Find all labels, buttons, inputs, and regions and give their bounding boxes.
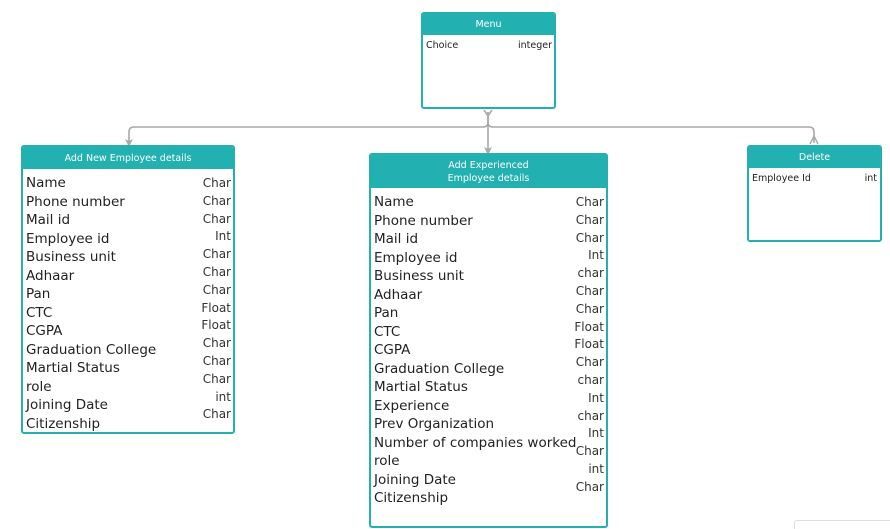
attribute-types: int (865, 172, 877, 186)
attribute-types: Char Char Char Int Char Char Char Float … (201, 175, 231, 424)
attribute-name: Citizenship (26, 415, 101, 432)
attribute-name: role (374, 453, 400, 469)
attribute-type: Char (575, 301, 604, 316)
attribute-type: Char (575, 283, 604, 298)
attribute-type: Char (575, 355, 604, 370)
entity-title: Add New Employee details (23, 147, 233, 169)
attribute-type: Int (588, 390, 604, 405)
attribute-name: Adhaar (26, 267, 75, 284)
attribute-name: Phone number (26, 193, 125, 210)
attribute-type: Float (574, 337, 604, 352)
attribute-name: Choice (426, 40, 459, 51)
attribute-names: Name Phone number Mail id Employee id Bu… (374, 193, 577, 508)
attribute-name: CTC (26, 304, 53, 321)
attribute-type: int (215, 389, 231, 404)
attribute-names: Employee Id (752, 172, 811, 186)
attribute-type: Char (202, 176, 231, 190)
attribute-names: Name Phone number Mail id Employee id Bu… (26, 174, 157, 432)
attribute-type: Char (202, 336, 231, 351)
attribute-name: Martial Status (374, 379, 468, 395)
canvas-corner-panel (794, 520, 890, 529)
entity-delete[interactable]: Delete Employee Id int (747, 145, 882, 242)
attribute-name: Mail id (374, 231, 419, 247)
connector-menu-to-add-new (125, 112, 489, 147)
attribute-name: Number of companies worked (374, 434, 577, 451)
entity-title: Menu (423, 14, 554, 35)
attribute-type: Char (202, 211, 231, 226)
attribute-type: Char (575, 212, 604, 227)
attribute-type: Char (575, 479, 604, 494)
attribute-type: Char (575, 444, 604, 459)
entity-menu[interactable]: Menu Choice integer (421, 12, 556, 109)
menu-origin-marker (483, 109, 493, 118)
attribute-type: char (577, 266, 605, 281)
menu-title: Menu (475, 19, 502, 30)
attribute-name: Joining Date (374, 471, 456, 488)
attribute-type: Int (588, 248, 604, 263)
add-new-title: Add New Employee details (64, 152, 192, 164)
attribute-name: Phone number (374, 212, 473, 229)
attribute-name: Name (374, 194, 414, 210)
attribute-type: Char (202, 247, 231, 262)
attribute-types: Char Char Char Int char Char Char Float … (574, 194, 604, 497)
attribute-name: Business unit (374, 268, 464, 284)
attribute-name: Prev Organization (374, 416, 495, 432)
attribute-type: Char (575, 195, 604, 209)
connector-menu-to-delete (487, 121, 815, 143)
attribute-name: Graduation College (26, 341, 157, 358)
attribute-type: Float (574, 319, 604, 334)
attribute-name: Graduation College (374, 360, 505, 377)
attribute-type: char (577, 408, 605, 423)
attribute-type: Char (202, 282, 231, 297)
attribute-type: Char (202, 193, 231, 208)
add-experienced-title-line1: Add Experienced (448, 159, 529, 171)
attribute-type: char (577, 372, 605, 387)
add-experienced-title-line2: Employee details (447, 172, 530, 184)
attribute-type: Char (202, 371, 231, 386)
attribute-name: Citizenship (374, 490, 449, 506)
delete-crowfoot-marker (809, 134, 819, 145)
attribute-type: Char (202, 407, 231, 422)
entity-add-experienced-employee[interactable]: Add Experienced Employee details Name Ph… (369, 153, 608, 528)
attribute-names: Choice (426, 39, 458, 53)
attribute-type: int (864, 173, 877, 184)
attribute-name: Pan (374, 305, 399, 321)
attribute-name: Mail id (26, 212, 71, 228)
entity-title: Delete (749, 147, 880, 168)
attribute-name: Experience (374, 397, 450, 414)
attribute-type: Char (202, 264, 231, 279)
attribute-type: Int (588, 426, 604, 441)
attribute-name: Adhaar (374, 286, 423, 303)
attribute-type: Char (575, 230, 604, 245)
attribute-type: integer (517, 40, 552, 51)
attribute-name: Martial Status (26, 360, 120, 376)
attribute-name: Joining Date (26, 397, 108, 413)
delete-title: Delete (798, 152, 831, 163)
attribute-type: Int (215, 229, 231, 244)
attribute-name: CGPA (374, 342, 411, 358)
attribute-name: Employee id (26, 230, 110, 247)
entity-add-new-employee[interactable]: Add New Employee details Name Phone numb… (21, 145, 235, 434)
attribute-name: Employee id (374, 249, 458, 266)
attribute-types: integer (518, 39, 552, 53)
attribute-type: int (588, 461, 604, 476)
entity-title: Add Experienced Employee details (371, 155, 606, 188)
attribute-name: CTC (374, 323, 401, 340)
attribute-name: Business unit (26, 249, 116, 265)
attribute-name: Name (26, 175, 66, 191)
attribute-name: Employee Id (752, 173, 811, 184)
attribute-name: role (26, 378, 52, 395)
attribute-name: CGPA (26, 323, 63, 339)
attribute-type: Char (202, 353, 231, 368)
entity-body: Name Phone number Mail id Employee id Bu… (23, 169, 233, 432)
attribute-type: Float (201, 300, 231, 315)
attribute-type: Float (201, 318, 231, 333)
attribute-name: Pan (26, 286, 51, 302)
